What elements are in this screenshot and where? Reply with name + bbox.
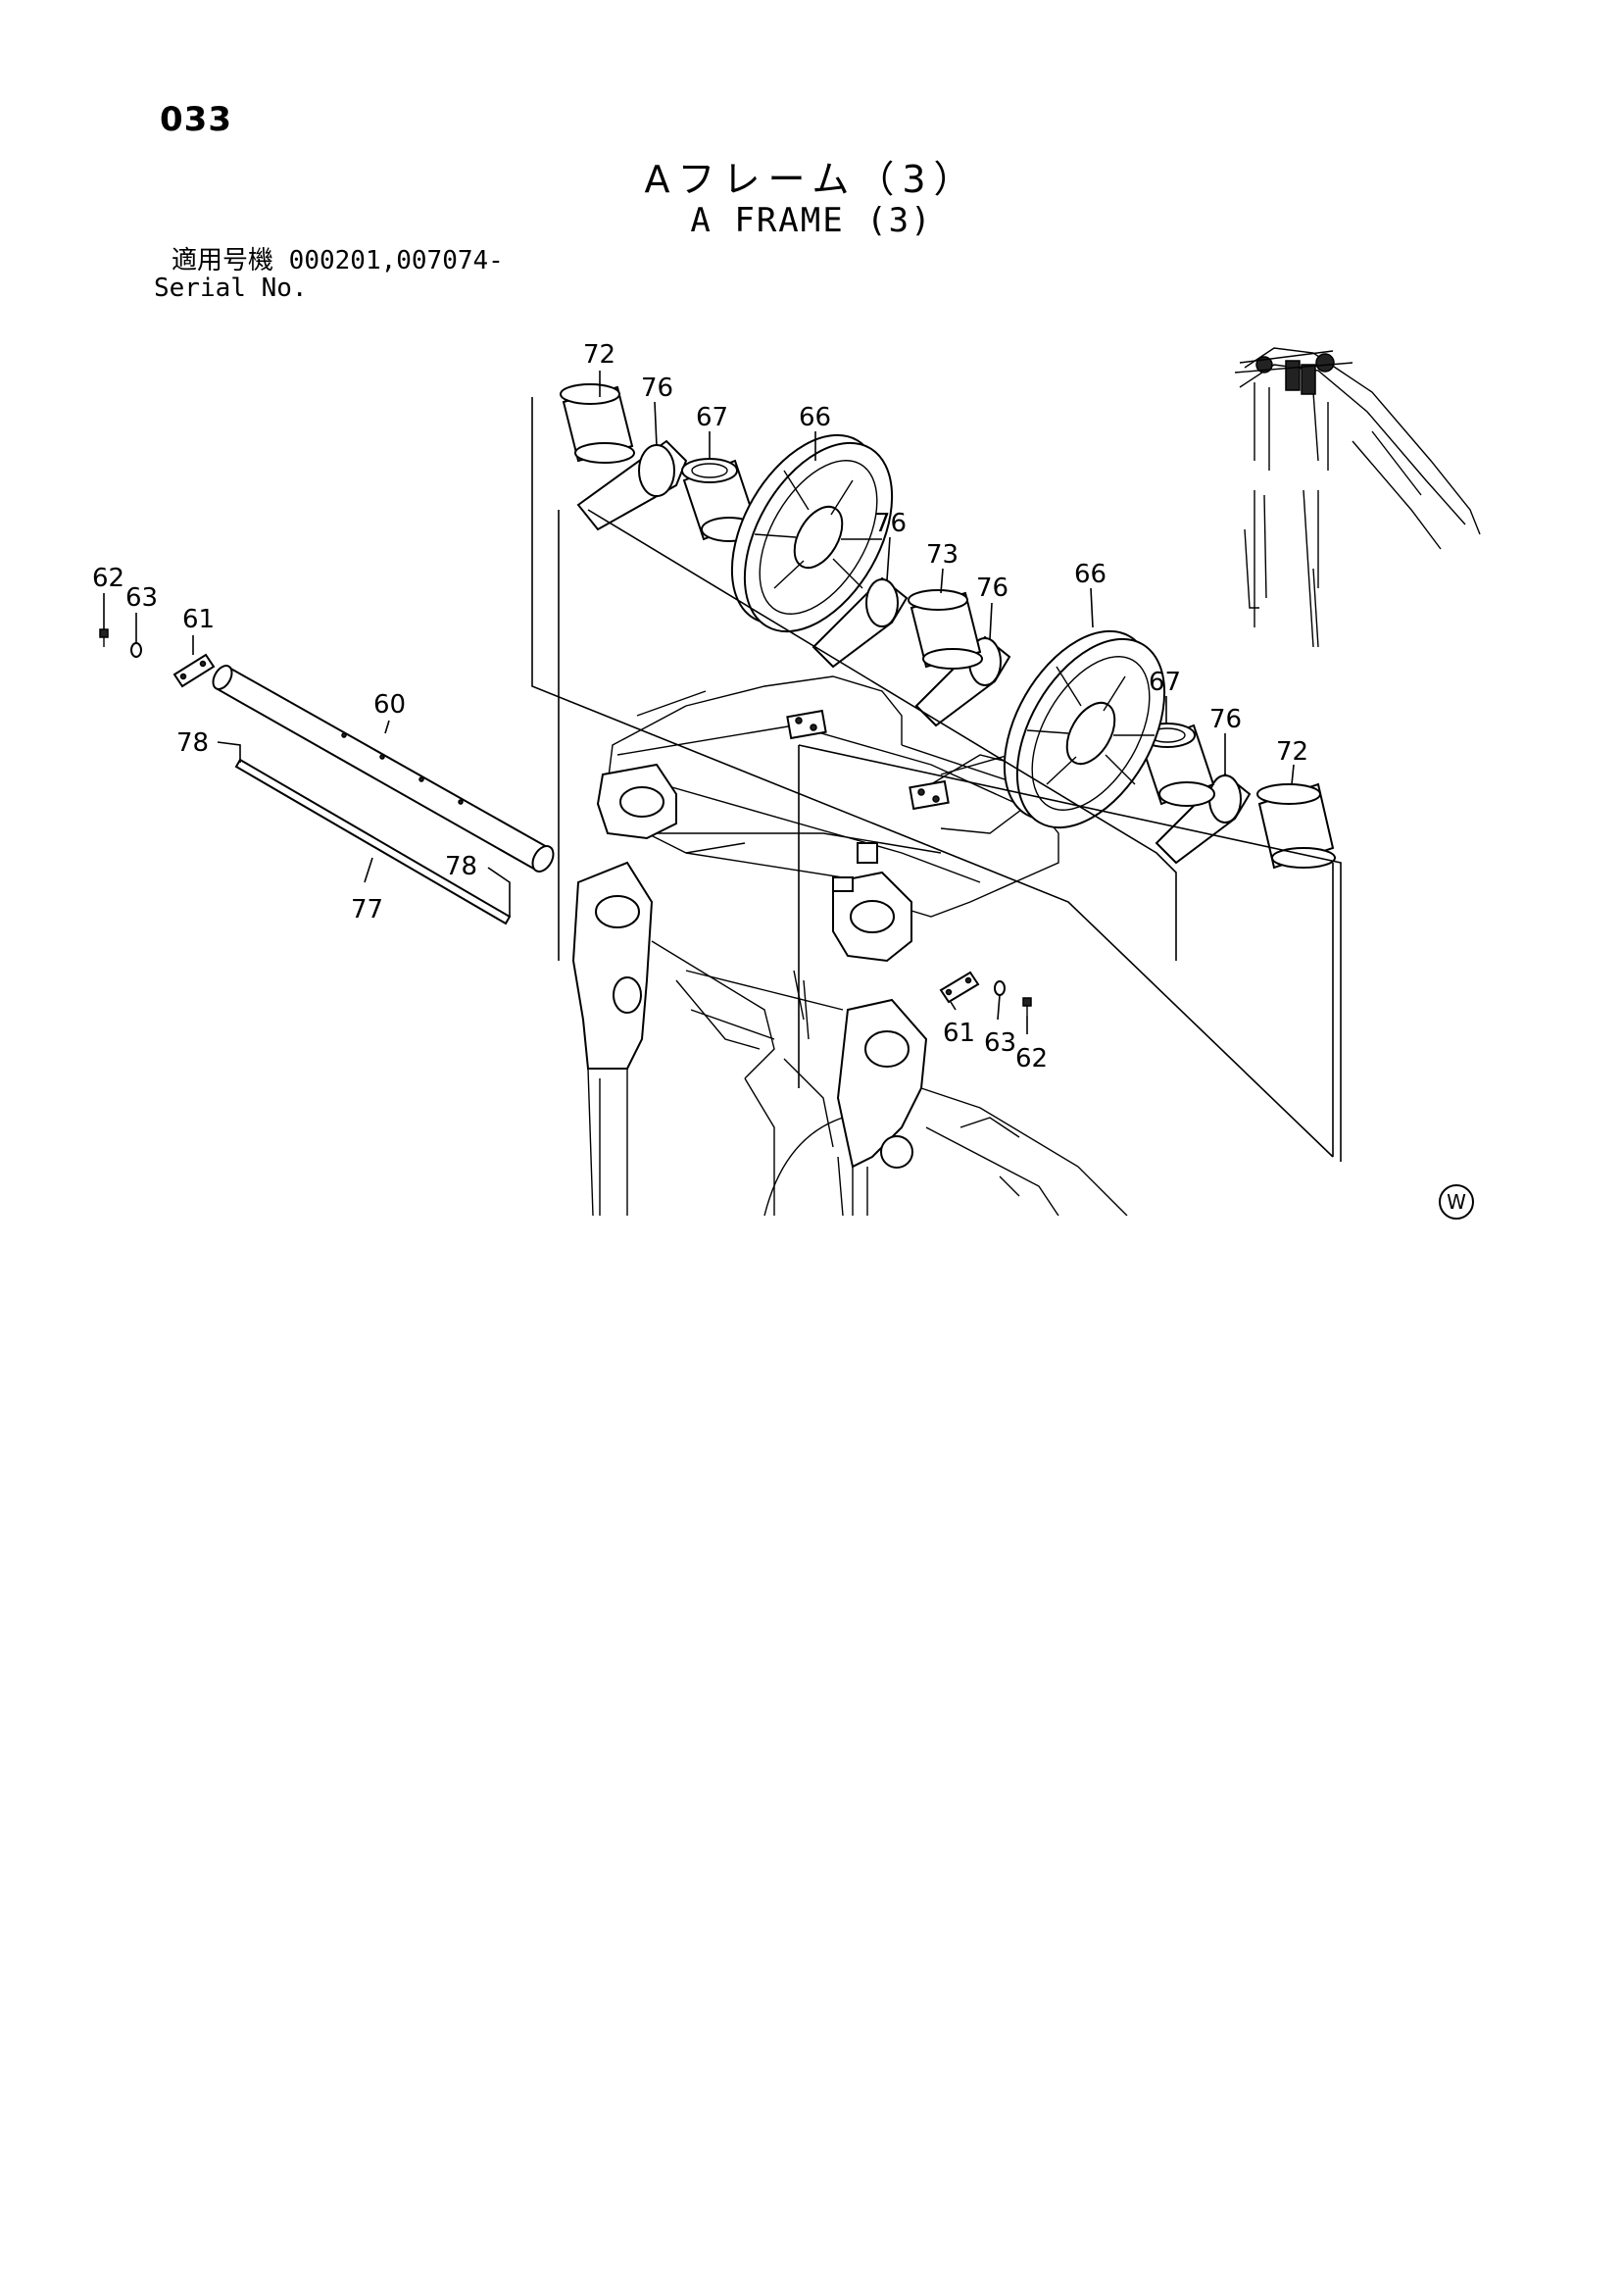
callout-78: 78 (445, 852, 477, 881)
part-67-bearing (681, 458, 1215, 807)
part-60-pin (212, 665, 555, 873)
page-title-japanese: Aフレーム（3） (644, 158, 979, 201)
part-61-lock-plate (172, 653, 980, 1004)
part-72-bushing (560, 383, 1336, 870)
callout-63: 63 (125, 583, 158, 613)
part-77-rod (234, 758, 512, 925)
callout-60: 60 (373, 690, 406, 720)
serial-label-japanese: 適用号機 (172, 246, 274, 275)
a-frame-body (571, 675, 1128, 1216)
page-title-english: A FRAME (3) (690, 201, 933, 240)
callout-72: 72 (1276, 737, 1308, 767)
callout-62: 62 (92, 564, 124, 593)
part-66-sheave (730, 433, 1166, 829)
callout-61: 61 (182, 605, 215, 634)
page-number: 033 (160, 100, 232, 139)
callout-76: 76 (641, 374, 673, 403)
overview-inset-illustration (1234, 347, 1481, 648)
part-76-shim (576, 439, 1252, 865)
corner-mark-badge: W (1439, 1184, 1474, 1220)
callout-77: 77 (351, 895, 383, 924)
callout-leaders (103, 371, 1295, 1034)
callout-72: 72 (583, 340, 615, 370)
serial-label-english: Serial No. (154, 274, 308, 303)
assembly-centerlines (531, 397, 1342, 1162)
callout-67: 67 (1149, 668, 1181, 697)
callout-66: 66 (1074, 560, 1107, 589)
exploded-parts-diagram: 72 76 67 66 76 73 76 66 67 76 72 62 63 6… (92, 340, 1481, 1216)
callout-labels: 72 76 67 66 76 73 76 66 67 76 72 62 63 6… (92, 340, 1308, 1073)
part-62-bolt-and-part-63-washer (99, 628, 1032, 1016)
callout-78: 78 (176, 728, 209, 758)
callout-76: 76 (1209, 705, 1242, 734)
callout-63: 63 (984, 1028, 1016, 1058)
callout-61: 61 (943, 1019, 975, 1048)
callout-76: 76 (874, 509, 907, 538)
part-73-spacer (908, 589, 983, 670)
callout-62: 62 (1015, 1044, 1048, 1073)
callout-66: 66 (799, 403, 831, 432)
serial-numbers: 000201,007074- (288, 246, 504, 275)
serial-number-block: 適用号機 000201,007074- Serial No. (154, 246, 504, 302)
callout-73: 73 (926, 540, 959, 570)
callout-67: 67 (696, 403, 728, 432)
callout-76: 76 (976, 574, 1008, 603)
